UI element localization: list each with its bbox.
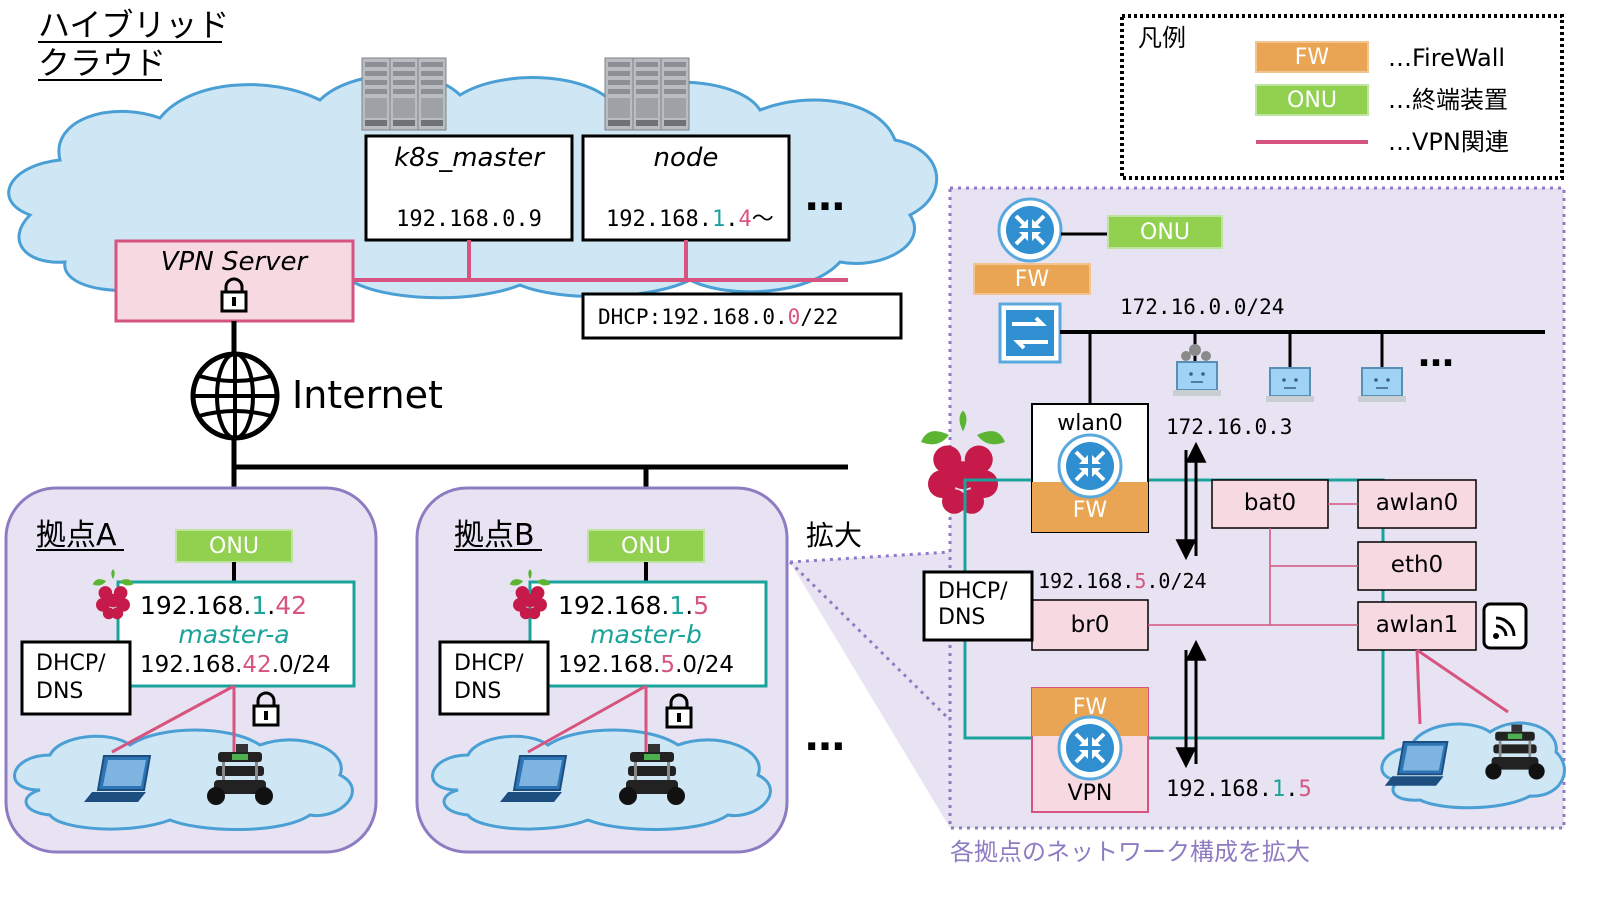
site-b-onu (587, 529, 705, 563)
lan-subnet-label: 172.16.0.0/24 (1120, 295, 1284, 319)
k8s-master-box (364, 134, 574, 242)
legend-onu-desc: …終端装置 (1388, 86, 1508, 114)
bridge-links (1148, 503, 1358, 626)
br0-label: br0 (1071, 612, 1110, 638)
site-a-master-ip: 192.168.1.42 (140, 591, 307, 620)
site-a-onu-label: ONU (209, 534, 259, 559)
site-b-master-ip: 192.168.1.5 (558, 591, 709, 620)
awlan0-label: awlan0 (1376, 490, 1459, 516)
cloud-dhcp-box (581, 292, 903, 340)
broken-pc-icon (1172, 361, 1222, 397)
legend-onu-swatch (1255, 84, 1369, 116)
host-ip-label: 172.16.0.3 (1166, 415, 1292, 439)
detail-caption: 各拠点のネットワーク構成を拡大 (950, 838, 1310, 866)
wireless-ap-icon (1482, 602, 1528, 650)
wlan-router-icon (1057, 433, 1123, 499)
eth0-label: eth0 (1391, 552, 1443, 578)
detail-fw-top (973, 263, 1091, 295)
site-b-dhcp-line2: DNS (454, 679, 501, 704)
zoom-wedge (790, 552, 950, 828)
vpn-router-icon (1057, 715, 1123, 781)
smoke-icon (1181, 344, 1211, 361)
node-server-icon (604, 57, 690, 131)
internet-label: Internet (292, 373, 443, 417)
site-a-onu (175, 529, 293, 563)
vpn-server-label: VPN Server (161, 247, 310, 277)
site-b-master-box (528, 580, 768, 688)
detail-network-label: 192.168.5.0/24 (1038, 569, 1207, 593)
cloud-vpn-bus (353, 240, 848, 282)
detail-fw-top-label: FW (1015, 267, 1050, 292)
k8s-master-label: k8s_master (394, 143, 546, 173)
cloud-dhcp-label: DHCP:192.168.0.0/22 (598, 305, 838, 329)
k8s-master-server-icon (361, 57, 447, 131)
more-hosts-ellipsis: … (1418, 334, 1454, 375)
internet-globe-icon (190, 351, 280, 441)
detail-onu-label: ONU (1140, 220, 1190, 245)
awlan1-label: awlan1 (1376, 612, 1459, 638)
diagram-title-line2: クラウド (38, 44, 166, 82)
site-a-dhcp-line2: DNS (36, 679, 83, 704)
detail-onu (1107, 215, 1223, 249)
detail-dhcp-box (922, 570, 1034, 642)
bat0-label: bat0 (1244, 490, 1296, 516)
legend-fw-desc: …FireWall (1388, 44, 1505, 72)
site-b-local-cloud (431, 728, 772, 831)
awlan1-box (1357, 601, 1477, 651)
node-label: node (654, 143, 719, 173)
site-a-dhcp-box (20, 640, 132, 716)
detail-fw-mid-label: FW (1073, 498, 1108, 523)
detail-dhcp-line1: DHCP/ (938, 579, 1008, 604)
traffic-arrows (1175, 441, 1207, 769)
eth0-box (1357, 541, 1477, 591)
legend-onu-tag: ONU (1287, 88, 1337, 113)
diagram-title-line1: ハイブリッド (38, 6, 229, 44)
site-a-dhcp-line1: DHCP/ (36, 651, 106, 676)
vpn-client-label: VPN (1068, 781, 1113, 806)
more-sites-ellipsis: … (805, 714, 845, 760)
pc-icon-2 (1357, 367, 1407, 403)
site-b-title: 拠点B (454, 518, 535, 553)
site-b-network: 192.168.5.0/24 (558, 652, 734, 678)
legend-fw-tag: FW (1295, 45, 1330, 70)
k8s-master-ip: 192.168.0.9 (396, 207, 542, 232)
site-a-master-name: master-a (178, 620, 289, 649)
legend-title: 凡例 (1138, 24, 1186, 52)
site-a-network: 192.168.42.0/24 (140, 652, 331, 678)
site-b-master-name: master-b (590, 620, 702, 649)
node-box (581, 134, 791, 242)
more-nodes-ellipsis: … (805, 174, 845, 220)
site-a-title: 拠点A (36, 518, 117, 553)
awlan0-box (1357, 479, 1477, 529)
vpn-client-ip: 192.168.1.5 (1166, 777, 1312, 802)
site-a-local-cloud (13, 728, 354, 831)
node-ip: 192.168.1.4〜 (606, 207, 774, 232)
site-b-dhcp-line1: DHCP/ (454, 651, 524, 676)
site-a-master-box (116, 580, 356, 688)
switch-icon (998, 302, 1062, 364)
legend-vpn-desc: …VPN関連 (1388, 128, 1509, 156)
site-b-onu-label: ONU (621, 534, 671, 559)
wlan0-label: wlan0 (1057, 411, 1123, 436)
pc-icon (1265, 367, 1315, 403)
legend-fw-swatch (1255, 41, 1369, 73)
zoom-label: 拡大 (806, 519, 862, 552)
detail-dhcp-line2: DNS (938, 605, 985, 630)
site-b-dhcp-box (438, 640, 550, 716)
edge-router-icon (997, 197, 1063, 263)
